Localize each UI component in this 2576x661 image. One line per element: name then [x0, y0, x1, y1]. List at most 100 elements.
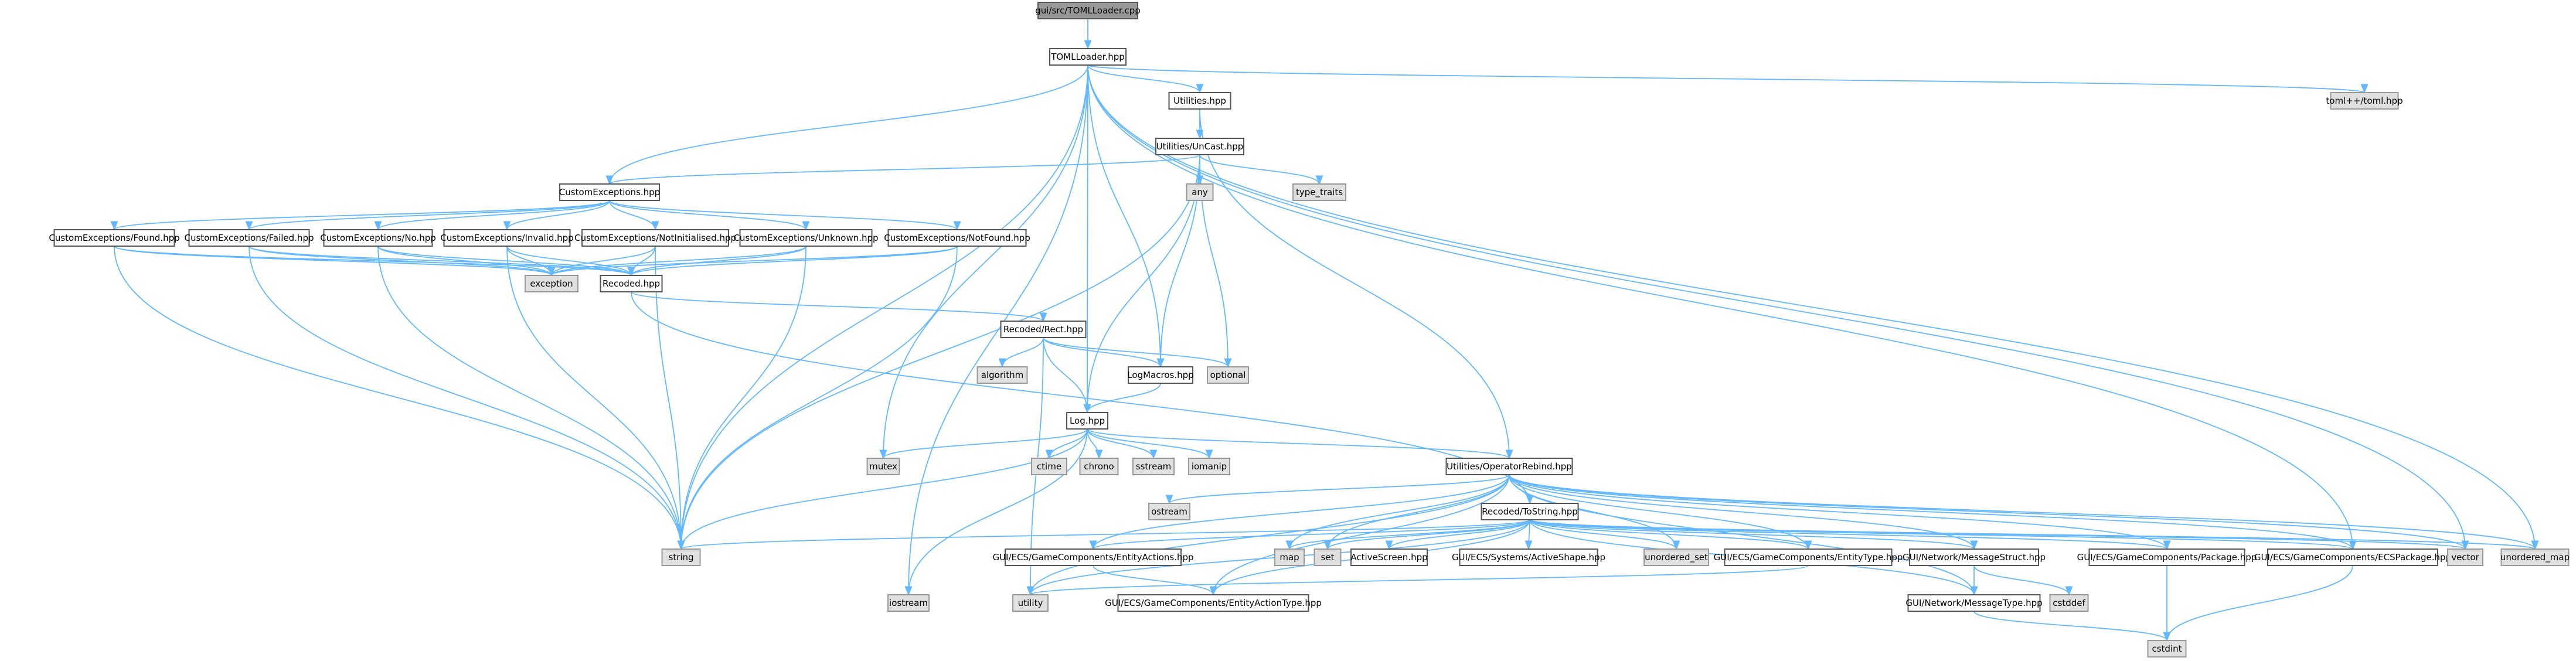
node-ce_no[interactable]: CustomExceptions/No.hpp [320, 229, 436, 247]
edge-tostring-to-activescreen [1385, 519, 1530, 550]
node-box [2088, 548, 2245, 566]
node-activescreen[interactable]: ActiveScreen.hpp [1350, 548, 1428, 566]
edge-oprebind-to-entityactiontype [1209, 474, 1510, 596]
node-optional: optional [1207, 366, 1249, 384]
node-label: TOMLLoader.hpp [1050, 52, 1125, 62]
node-box [2267, 548, 2438, 566]
node-label: GUI/ECS/Systems/ActiveShape.hpp [1452, 552, 1605, 563]
edges-layer [111, 18, 2539, 642]
edge-oprebind-to-map [1285, 474, 1510, 550]
node-label: map [1280, 552, 1299, 563]
edge-oprebind-to-package [1509, 474, 2171, 550]
node-box [2049, 594, 2089, 612]
edge-tostring-to-messagestruct [1529, 519, 1978, 550]
node-entityactions[interactable]: GUI/ECS/GameComponents/EntityActions.hpp [992, 548, 1194, 566]
node-box [443, 229, 571, 247]
node-ostream: ostream [1148, 503, 1190, 520]
edge-tomlloader-to-mutex [879, 64, 1088, 459]
edge-ce_unknown-to-string [677, 246, 807, 550]
node-messagestruct[interactable]: GUI/Network/MessageStruct.hpp [1903, 548, 2046, 566]
edge-tostring-to-unordered_set [1529, 519, 1680, 550]
node-label: CustomExceptions/NotInitialised.hpp [574, 233, 736, 243]
node-rect[interactable]: Recoded/Rect.hpp [1000, 321, 1087, 338]
node-package[interactable]: GUI/ECS/GameComponents/Package.hpp [2077, 548, 2257, 566]
node-box [2147, 640, 2187, 657]
node-ce_unknown[interactable]: CustomExceptions/Unknown.hpp [733, 229, 879, 247]
edge-ce_failed-to-exception [249, 246, 556, 277]
node-label: ostream [1151, 506, 1187, 517]
node-ce_failed[interactable]: CustomExceptions/Failed.hpp [184, 229, 314, 247]
node-oprebind[interactable]: Utilities/OperatorRebind.hpp [1445, 458, 1573, 475]
node-activeshape[interactable]: GUI/ECS/Systems/ActiveShape.hpp [1452, 548, 1605, 566]
node-box [1350, 548, 1428, 566]
node-box [1049, 48, 1127, 66]
node-tomlloader[interactable]: TOMLLoader.hpp [1049, 48, 1127, 66]
node-box [1168, 92, 1231, 110]
edge-customexceptions-to-ce_no [374, 200, 610, 231]
node-label: CustomExceptions/Invalid.hpp [440, 233, 573, 243]
edge-customexceptions-to-ce_failed [245, 200, 610, 231]
node-customexceptions[interactable]: CustomExceptions.hpp [559, 183, 660, 201]
edge-uncast-to-log [1083, 154, 1200, 414]
edge-log-to-string [677, 428, 1088, 550]
node-iostream: iostream [887, 594, 930, 612]
node-cstddef: cstddef [2049, 594, 2089, 612]
edge-log-to-sstream [1087, 428, 1158, 459]
edge-ce_notinit-to-string [655, 246, 685, 550]
edge-utilities-to-oprebind [1199, 108, 1513, 459]
edge-tomlloader-to-utilities [1087, 64, 1204, 94]
node-recoded[interactable]: Recoded.hpp [600, 275, 663, 292]
node-box [1117, 594, 1309, 612]
node-box [1459, 548, 1598, 566]
edge-ce_invalid-to-recoded [506, 246, 635, 277]
node-ce_notinit[interactable]: CustomExceptions/NotInitialised.hpp [574, 229, 736, 247]
edge-ce_notfound-to-exception [547, 246, 958, 277]
edge-ce_no-to-string [377, 246, 685, 550]
node-cstdint: cstdint [2147, 640, 2187, 657]
node-box [1031, 458, 1067, 475]
node-ce_notfound[interactable]: CustomExceptions/NotFound.hpp [884, 229, 1030, 247]
node-box [2330, 92, 2399, 110]
node-ce_invalid[interactable]: CustomExceptions/Invalid.hpp [440, 229, 574, 247]
edge-entityactions-to-entityactiontype [1093, 565, 1217, 596]
node-type_traits: type_traits [1292, 183, 1346, 201]
node-logmacros[interactable]: LogMacros.hpp [1127, 366, 1194, 384]
node-entityactiontype[interactable]: GUI/ECS/GameComponents/EntityActionType.… [1105, 594, 1322, 612]
node-label: ActiveScreen.hpp [1350, 552, 1427, 563]
node-box [1724, 548, 1893, 566]
edge-ce_unknown-to-exception [547, 246, 807, 277]
node-utilities[interactable]: Utilities.hpp [1168, 92, 1231, 110]
node-label: exception [530, 278, 573, 289]
edge-uncast-to-string [677, 154, 1200, 550]
node-box [323, 229, 433, 247]
node-set: set [1313, 548, 1342, 566]
node-label: CustomExceptions/Failed.hpp [184, 233, 314, 243]
node-box [887, 229, 1027, 247]
node-ce_found[interactable]: CustomExceptions/Found.hpp [49, 229, 180, 247]
node-box [525, 275, 579, 292]
node-log[interactable]: Log.hpp [1066, 412, 1108, 430]
node-label: cstdint [2152, 643, 2182, 654]
node-box [559, 183, 660, 201]
edge-tostring-to-activeshape [1524, 519, 1533, 550]
node-label: unordered_set [1645, 552, 1708, 563]
node-vector: vector [2447, 548, 2483, 566]
node-label: sstream [1136, 461, 1171, 472]
node-label: GUI/ECS/GameComponents/ECSPackage.hpp [2254, 552, 2451, 563]
node-messagetype[interactable]: GUI/Network/MessageType.hpp [1905, 594, 2043, 612]
edge-tomlloader-to-unordered_map [1087, 64, 2539, 550]
node-label: GUI/Network/MessageStruct.hpp [1903, 552, 2046, 563]
node-ctime: ctime [1031, 458, 1067, 475]
node-tostring[interactable]: Recoded/ToString.hpp [1481, 503, 1579, 520]
edge-ce_failed-to-recoded [249, 246, 635, 277]
node-box [866, 458, 900, 475]
node-label: Utilities.hpp [1173, 96, 1226, 106]
node-toml: toml++/toml.hpp [2326, 92, 2403, 110]
edge-tomlloader-to-string [677, 64, 1088, 550]
node-box [1005, 548, 1182, 566]
edge-oprebind-to-messagestruct [1509, 474, 1978, 550]
node-ecspackage[interactable]: GUI/ECS/GameComponents/ECSPackage.hpp [2254, 548, 2451, 566]
node-uncast[interactable]: Utilities/UnCast.hpp [1155, 138, 1244, 155]
node-entitytype[interactable]: GUI/ECS/GameComponents/EntityType.hpp [1714, 548, 1903, 566]
